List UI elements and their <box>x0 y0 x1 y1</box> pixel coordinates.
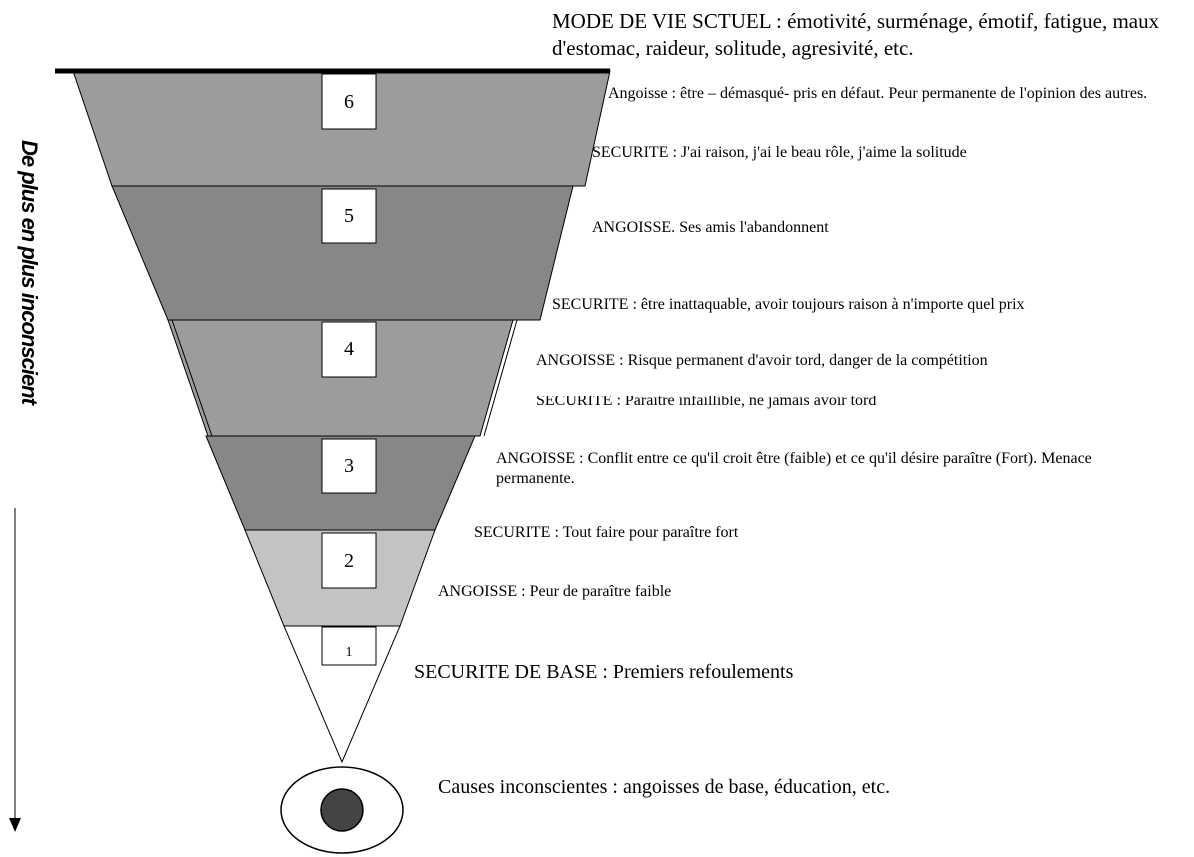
level-3-number-box: 3 <box>321 438 377 494</box>
level-5-band <box>111 185 574 321</box>
causes-label: Causes inconscientes : angoisses de base… <box>438 776 891 798</box>
level-3-angoisse-label: ANGOISSE : Conflit entre ce qu'il croit … <box>496 450 1092 487</box>
level-4-number-box: 4 <box>321 321 377 378</box>
level-4-band <box>167 319 514 437</box>
band-4-inner-edge-right <box>483 319 518 437</box>
level-6-number: 6 <box>344 91 354 113</box>
level-5-number-box: 5 <box>321 188 377 244</box>
level-6-securite-label: SECURITE : J'ai raison, j'ai le beau rôl… <box>592 144 967 161</box>
level-5-securite-label: SECURITE : être inattaquable, avoir touj… <box>552 296 1025 313</box>
level-1-securite-label: SECURITE DE BASE : Premiers refoulements <box>414 661 794 683</box>
level-5-number: 5 <box>344 205 354 227</box>
level-3-number: 3 <box>344 455 354 477</box>
side-label-text: De plus en plus inconscient <box>17 140 42 404</box>
level-4-securite-label: SECURITE : Paraître infaillible, ne jama… <box>536 396 876 409</box>
level-2-number-box: 2 <box>321 532 377 589</box>
band-4-inner-edge <box>171 319 213 437</box>
level-1-number: 1 <box>346 645 353 660</box>
level-2-angoisse-label: ANGOISSE : Peur de paraître faible <box>438 583 672 600</box>
level-6-number-box: 6 <box>321 73 377 130</box>
level-3-securite-label: SECURITE : Tout faire pour paraître fort <box>474 524 739 541</box>
mode-de-vie-label: MODE DE VIE SCTUEL : émotivité, surménag… <box>552 9 1160 60</box>
level-4-number: 4 <box>344 338 354 360</box>
level-4-securite-text: SECURITE : Paraître infaillible, ne jama… <box>536 396 877 409</box>
level-4-angoisse-label: ANGOISSE : Risque permanent d'avoir tord… <box>536 352 988 369</box>
unconscious-arrow-head <box>9 818 21 832</box>
side-label: De plus en plus inconscient <box>17 140 42 500</box>
level-5-angoisse-label: ANGOISSE. Ses amis l'abandonnent <box>592 219 829 236</box>
level-1-number-box: 1 <box>321 626 377 666</box>
eye-icon <box>280 766 404 854</box>
eye-pupil <box>320 788 364 832</box>
level-6-angoisse-label: Angoisse : être – démasqué- pris en défa… <box>608 85 1148 102</box>
level-2-number: 2 <box>344 550 354 572</box>
